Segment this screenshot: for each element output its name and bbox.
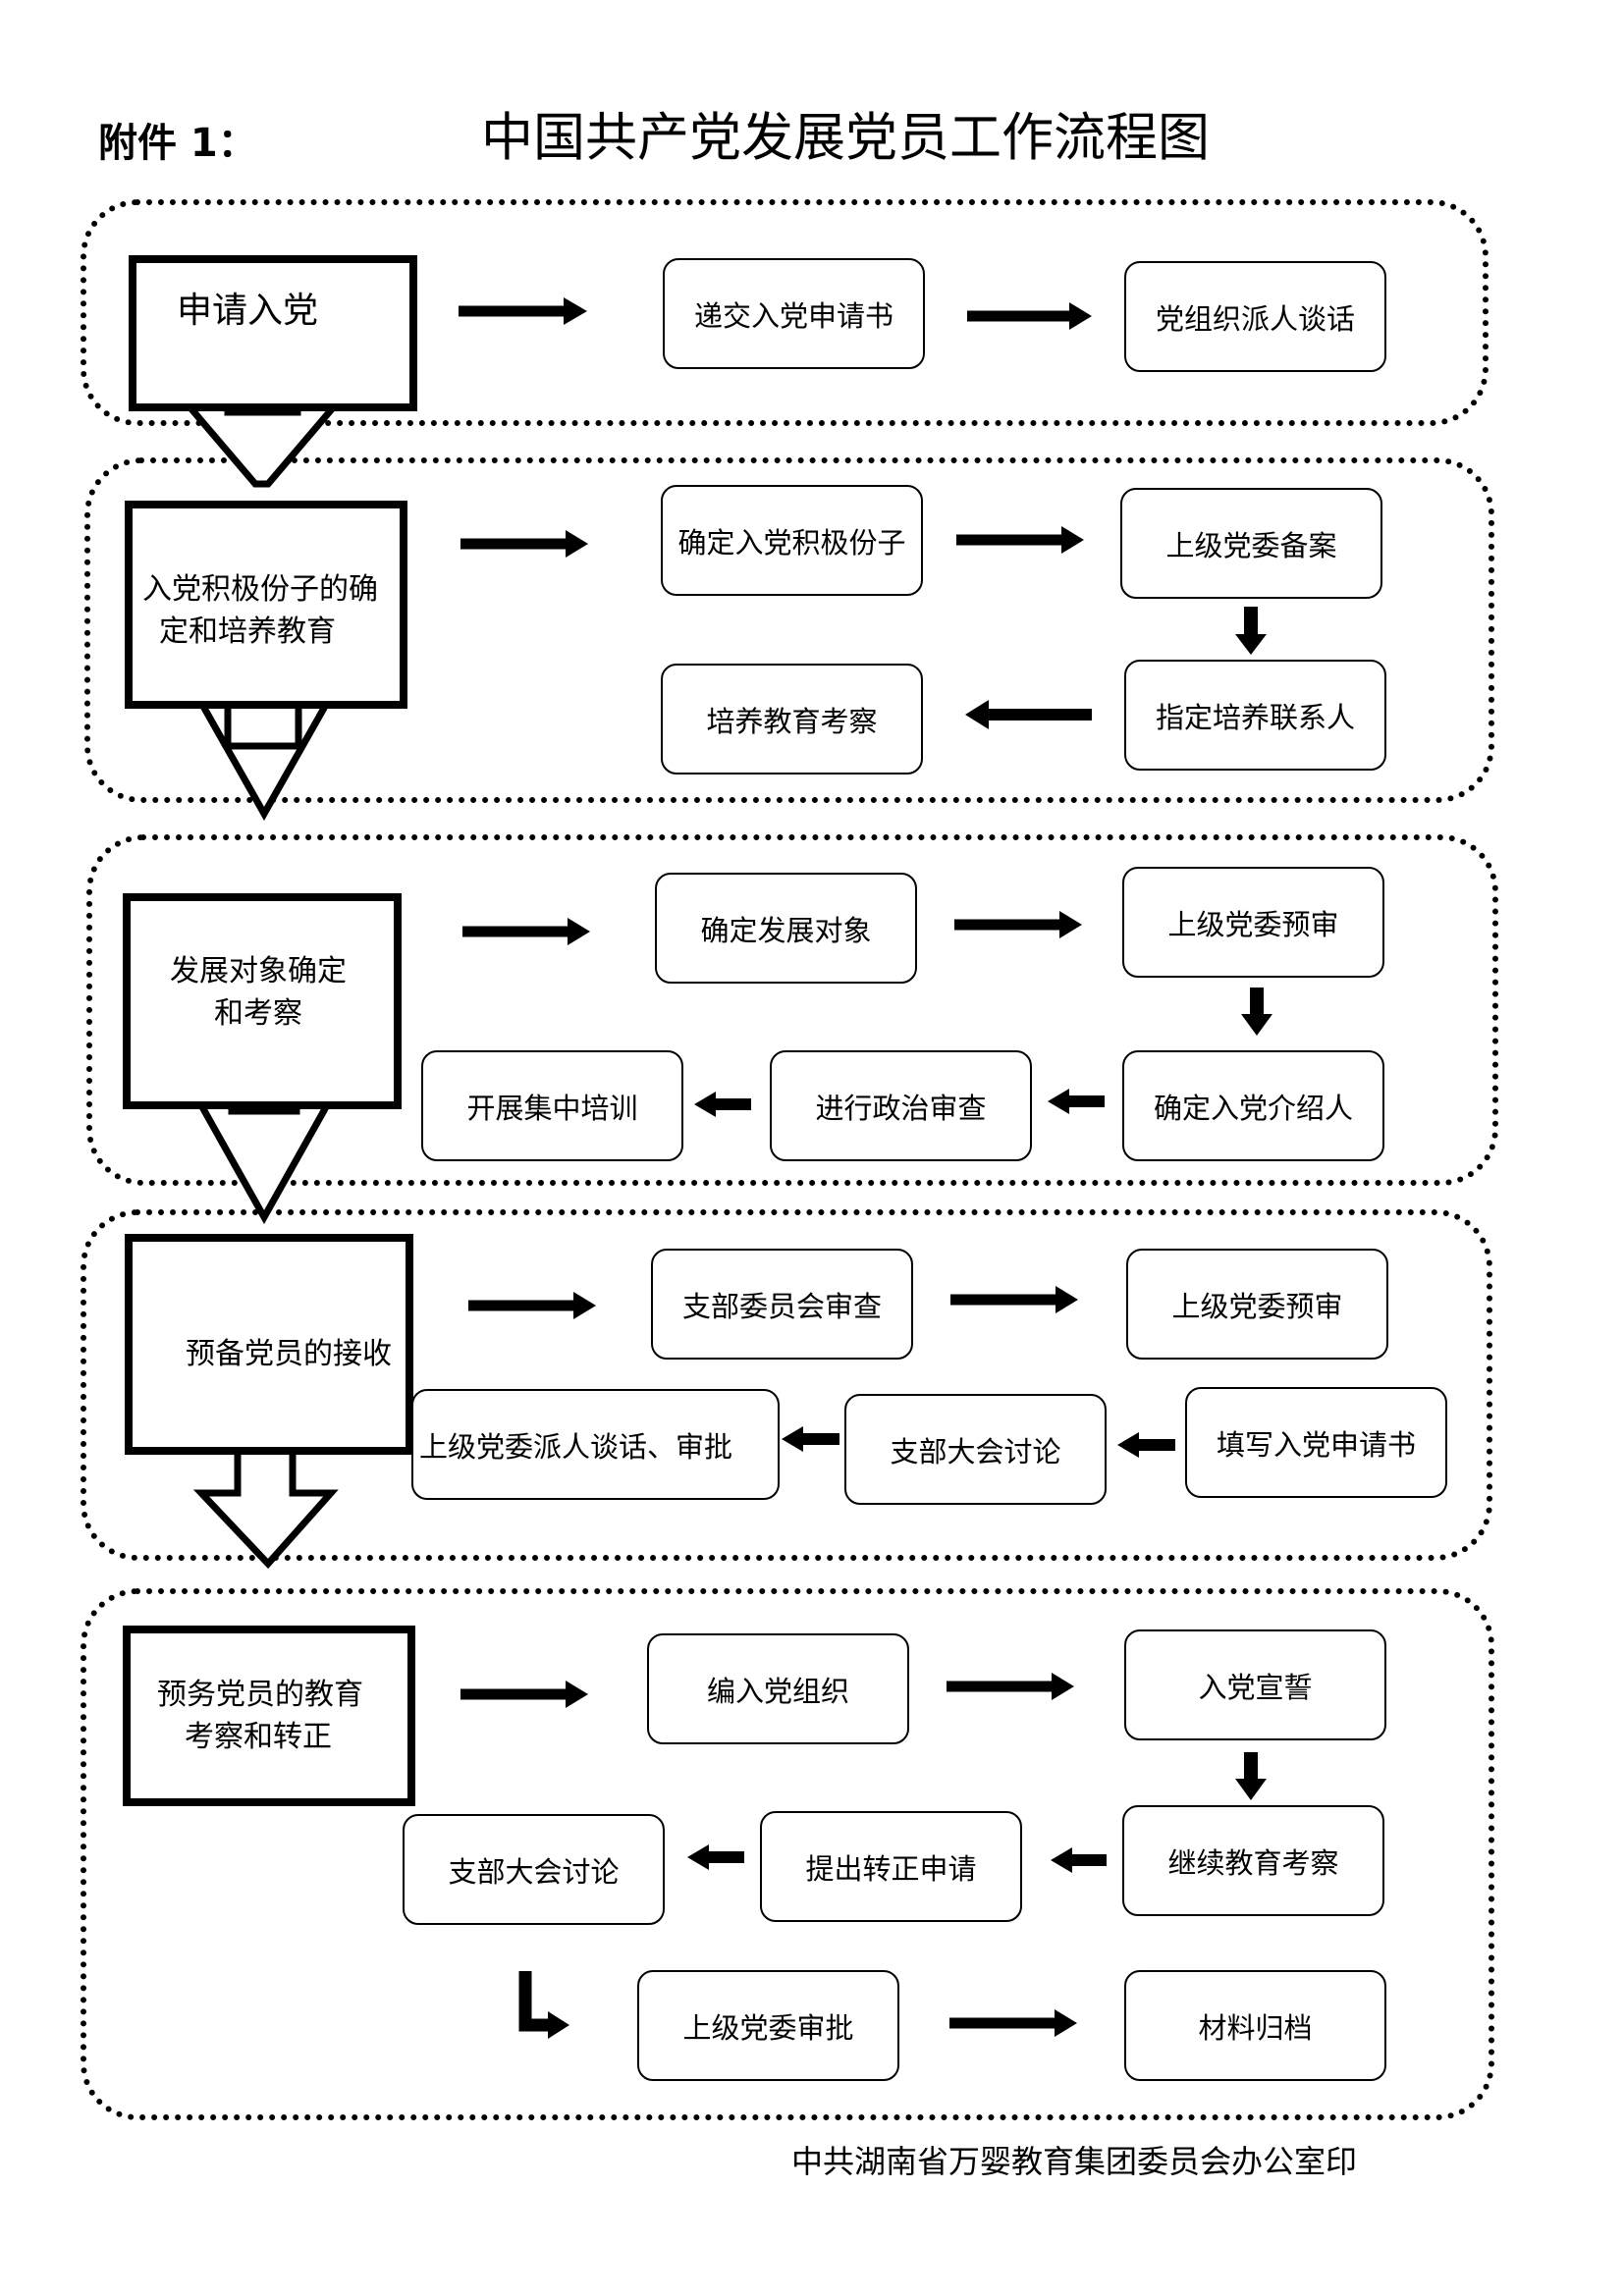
- stage-2-container: [84, 457, 1494, 803]
- step-apply-regularization: 提出转正申请: [760, 1811, 1022, 1922]
- seal-text: 中共湖南省万婴教育集团委员会办公室印: [791, 2143, 1358, 2180]
- step-record-filing: 上级党委备案: [1120, 488, 1382, 599]
- step-pre-review: 上级党委预审: [1122, 867, 1384, 978]
- step-branch-committee-review: 支部委员会审查: [651, 1249, 913, 1360]
- step-interview-approval: 上级党委派人谈话、审批: [411, 1389, 780, 1500]
- step-submit-application: 递交入党申请书: [663, 258, 925, 369]
- step-centralized-training: 开展集中培训: [421, 1050, 683, 1161]
- stage-2-label-line2: 定和培养教育: [159, 614, 336, 649]
- step-assign-contact: 指定培养联系人: [1124, 660, 1386, 771]
- stage-5-box: [123, 1626, 415, 1806]
- step-branch-meeting-2: 支部大会讨论: [403, 1814, 665, 1925]
- stage-5-label-line2: 考察和转正: [185, 1720, 332, 1754]
- step-pre-review-2: 上级党委预审: [1126, 1249, 1388, 1360]
- stage-4-box: [125, 1234, 413, 1455]
- step-archive-materials: 材料归档: [1124, 1970, 1386, 2081]
- stage-4-label: 预备党员的接收: [186, 1337, 392, 1371]
- arrow-icon: [459, 297, 1272, 2039]
- page-title: 中国共产党发展党员工作流程图: [481, 108, 1210, 168]
- step-fill-application: 填写入党申请书: [1185, 1387, 1447, 1498]
- stage-3-label-line2: 和考察: [214, 996, 302, 1031]
- step-committee-approval: 上级党委审批: [637, 1970, 899, 2081]
- down-arrow-stage1-to-2: [180, 400, 344, 488]
- step-training-inspection: 培养教育考察: [661, 664, 923, 774]
- step-continued-education: 继续教育考察: [1122, 1805, 1384, 1916]
- stage-1-label: 申请入党: [177, 291, 319, 331]
- down-arrow-stage2-to-3: [194, 699, 334, 822]
- stage-3-container: [86, 834, 1498, 1186]
- step-join-organization: 编入党组织: [647, 1633, 909, 1744]
- stage-5-label-line1: 预务党员的教育: [157, 1678, 363, 1712]
- attachment-label: 附件 1：: [98, 121, 257, 166]
- step-confirm-candidate: 确定发展对象: [655, 873, 917, 984]
- down-arrow-stage3-to-4: [195, 1101, 333, 1225]
- stage-1-container: [81, 199, 1489, 426]
- stage-4-container: [81, 1209, 1492, 1561]
- step-political-review: 进行政治审查: [770, 1050, 1032, 1161]
- stage-2-label-line1: 入党积极份子的确: [142, 572, 378, 607]
- stage-5-container: [81, 1588, 1494, 2120]
- step-oath: 入党宣誓: [1124, 1629, 1386, 1740]
- stage-2-box: [125, 501, 407, 709]
- step-confirm-activist: 确定入党积极份子: [661, 485, 923, 596]
- down-arrow-stage4-to-5: [192, 1447, 339, 1570]
- step-party-interview: 党组织派人谈话: [1124, 261, 1386, 372]
- step-branch-meeting: 支部大会讨论: [844, 1394, 1107, 1505]
- stage-3-label-line1: 发展对象确定: [170, 954, 347, 988]
- stage-3-box: [123, 893, 402, 1109]
- stage-1-box: [129, 255, 417, 411]
- step-confirm-sponsor: 确定入党介绍人: [1122, 1050, 1384, 1161]
